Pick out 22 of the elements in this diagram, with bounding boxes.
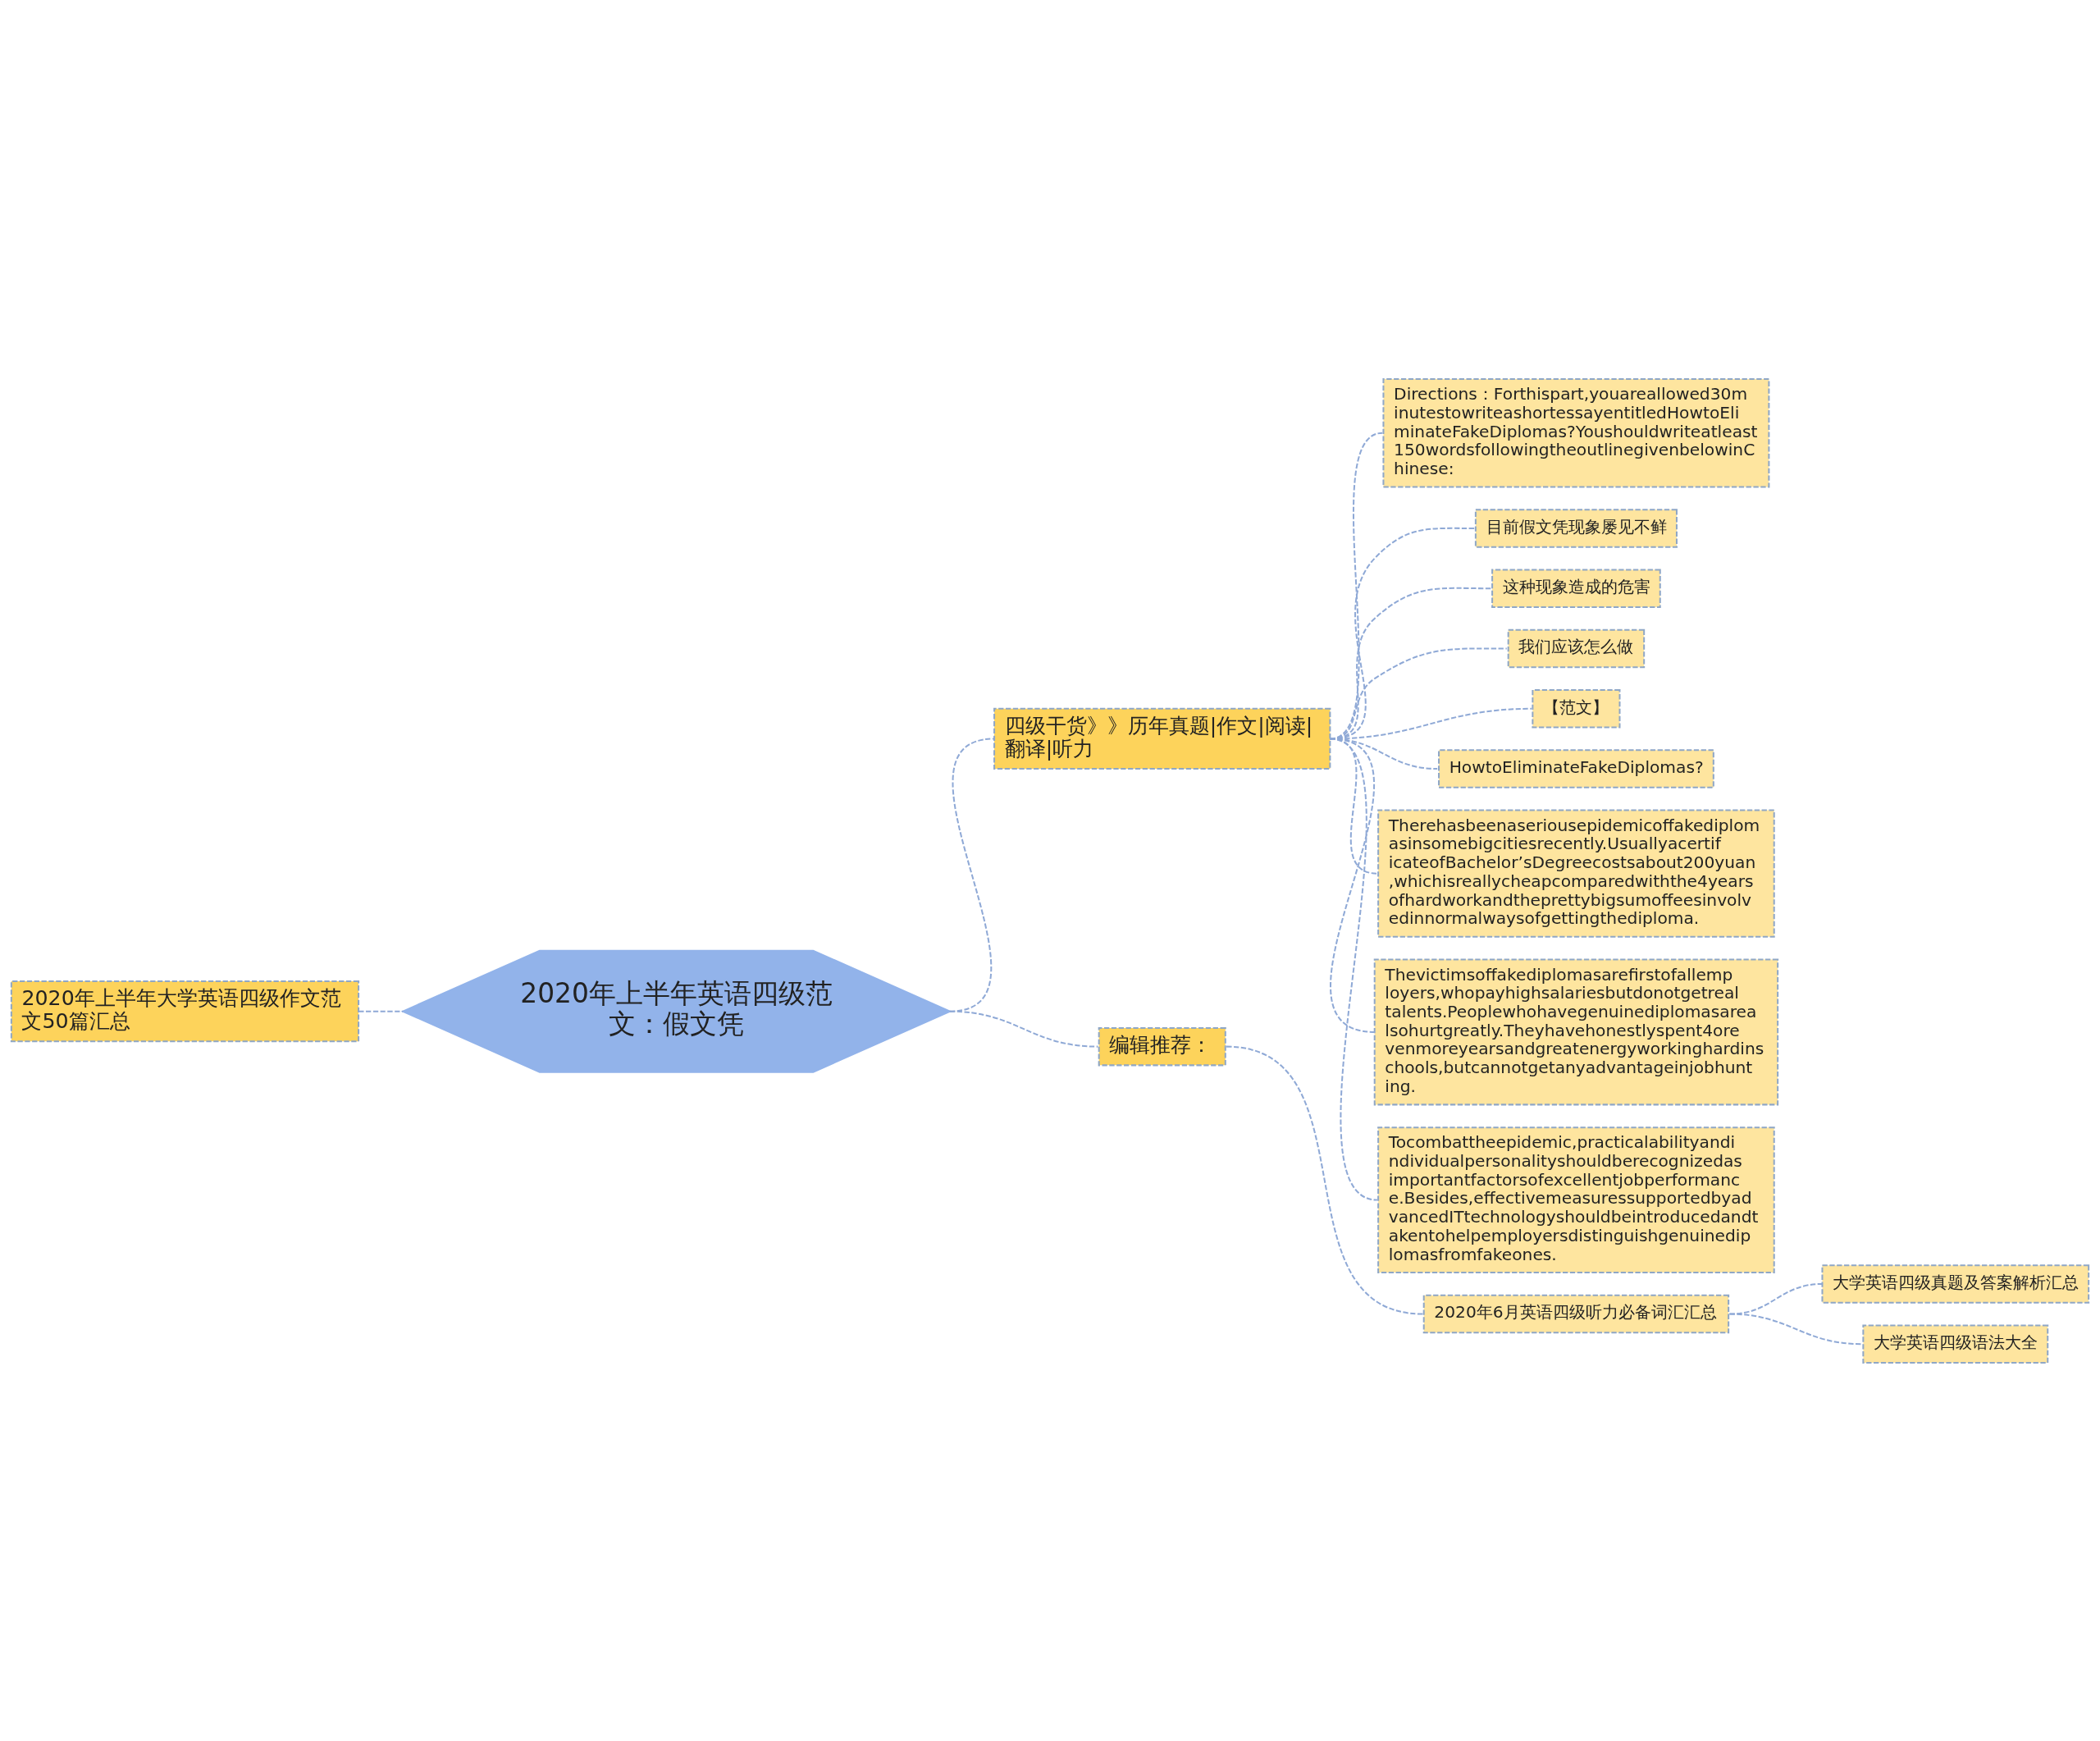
node-box: 这种现象造成的危害 (1491, 569, 1661, 608)
node-box: Thevictimsoffakediplomasarefirstofallemployers,whopayhighsalariesbutdonotgetrealtalents.Peoplewhohavegenuinediplomasarealsohurtgreatly.Theyhavehonestlyspent4orevenmoreyearsandgreatenergyworkinghardinschools,butcannotgetanyadvantageinjobhunting. (1373, 958, 1779, 1105)
connector (949, 1010, 1098, 1048)
node-box: 2020年6月英语四级听力必备词汇汇总 (1422, 1294, 1730, 1333)
connector (949, 737, 995, 1012)
node-box: Therehasbeenaseriousepidemicoffakediplomasinsomebigcitiesrecently.UsuallyacertificateofBachelor’sDegreecostsabout200yuan,whichisreallycheapcomparedwiththe4yearsofhardworkandtheprettybigsumoffeesinvolvedinnormalwaysofgettingthediploma. (1377, 809, 1775, 938)
connector (1330, 737, 1375, 1033)
connector (1729, 1313, 1863, 1345)
node-box: 大学英语四级语法大全 (1862, 1323, 2049, 1364)
node-box: Directions：Forthispart,youareallowed30minutestowriteashortessayentitledHowtoEliminateFakeDiplomas?Youshouldwriteatleast150wordsfollowingtheoutlinegivenbelowinChinese: (1382, 377, 1770, 487)
node-box: 目前假文凭现象屡见不鲜 (1474, 508, 1678, 548)
node-box: 编辑推荐： (1098, 1026, 1226, 1066)
connector (358, 1010, 404, 1012)
connector (1330, 738, 1378, 1201)
node-box: Tocombattheepidemic,practicalabilityandindividualpersonalityshouldberecognizedasimportantfactorsofexcellentjobperformance.Besides,effectivemeasuressupportedbyadvancedITtechnologyshouldbeintroducedandtakentohelpemployersdistinguishgenuinediplomasfromfakeones. (1377, 1126, 1775, 1273)
node-box: HowtoEliminateFakeDiplomas? (1438, 748, 1714, 788)
connector (1226, 1045, 1423, 1315)
node-box: 四级干货》》历年真题|作文|阅读|翻译|听力 (993, 707, 1331, 770)
node-box: 【范文】 (1532, 688, 1621, 729)
node-box: 大学英语四级真题及答案解析汇总 (1821, 1263, 2090, 1304)
node-box: 我们应该怎么做 (1507, 628, 1646, 668)
node-box: 2020年上半年大学英语四级作文范文50篇汇总 (10, 980, 360, 1042)
